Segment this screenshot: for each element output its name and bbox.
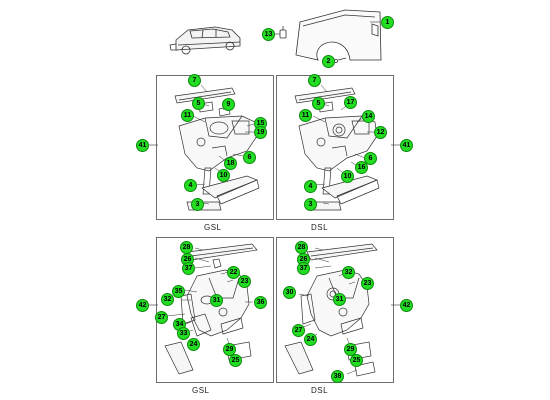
callout-24-dsl[interactable]: 24: [304, 333, 317, 346]
callout-4-dsl[interactable]: 4: [304, 180, 317, 193]
callout-1[interactable]: 1: [381, 16, 394, 29]
overview-art: [169, 9, 382, 63]
callout-12-dsl[interactable]: 12: [374, 126, 387, 139]
callout-6-dsl[interactable]: 6: [364, 152, 377, 165]
callout-25-dsl[interactable]: 25: [350, 354, 363, 367]
callout-22[interactable]: 22: [227, 266, 240, 279]
callout-10-dsl[interactable]: 10: [341, 170, 354, 183]
panel-gsl-upper: GSL: [156, 75, 274, 232]
callout-3[interactable]: 3: [191, 198, 204, 211]
callout-36[interactable]: 36: [254, 296, 267, 309]
callout-7[interactable]: 7: [188, 74, 201, 87]
panel-caption-gsl-lower: GSL: [192, 386, 210, 395]
callout-41-left[interactable]: 41: [136, 139, 149, 152]
panel-caption-gsl: GSL: [204, 223, 222, 232]
callout-5[interactable]: 5: [192, 97, 205, 110]
callout-35[interactable]: 35: [172, 285, 185, 298]
callout-37[interactable]: 37: [182, 262, 195, 275]
callout-32[interactable]: 32: [161, 293, 174, 306]
callout-25[interactable]: 25: [229, 354, 242, 367]
callout-41-right[interactable]: 41: [400, 139, 413, 152]
callout-11-dsl[interactable]: 11: [299, 109, 312, 122]
panel-caption-dsl: DSL: [311, 223, 329, 232]
callout-30-dsl[interactable]: 30: [283, 286, 296, 299]
callout-16-dsl[interactable]: 16: [355, 161, 368, 174]
callout-23[interactable]: 23: [238, 275, 251, 288]
callout-38-dsl[interactable]: 38: [331, 370, 344, 383]
callout-19[interactable]: 19: [254, 126, 267, 139]
upper-apron-art-dsl: [294, 84, 380, 211]
callout-9[interactable]: 9: [222, 98, 235, 111]
callout-31[interactable]: 31: [210, 294, 223, 307]
callout-2[interactable]: 2: [322, 55, 335, 68]
callout-42-right[interactable]: 42: [400, 299, 413, 312]
front-fender-part: [295, 9, 382, 61]
callout-27[interactable]: 27: [155, 311, 168, 324]
callout-13[interactable]: 13: [262, 28, 275, 41]
callout-28[interactable]: 28: [180, 241, 193, 254]
callout-7-dsl[interactable]: 7: [308, 74, 321, 87]
suv-vehicle-icon: [169, 26, 241, 55]
callout-31-dsl[interactable]: 31: [333, 293, 346, 306]
callout-32-dsl[interactable]: 32: [342, 266, 355, 279]
panel-gsl-lower: GSL: [156, 237, 274, 395]
callout-27-dsl[interactable]: 27: [292, 324, 305, 337]
callout-10[interactable]: 10: [217, 169, 230, 182]
callout-37-dsl[interactable]: 37: [297, 262, 310, 275]
callout-14-dsl[interactable]: 14: [362, 110, 375, 123]
callout-24[interactable]: 24: [187, 338, 200, 351]
callout-5-dsl[interactable]: 5: [312, 97, 325, 110]
panel-caption-dsl-lower: DSL: [311, 386, 329, 395]
callout-3-dsl[interactable]: 3: [304, 198, 317, 211]
upper-apron-art-gsl: [174, 84, 260, 211]
callout-18[interactable]: 18: [224, 157, 237, 170]
callout-23-dsl[interactable]: 23: [361, 277, 374, 290]
callout-42-left[interactable]: 42: [136, 299, 149, 312]
callout-17-dsl[interactable]: 17: [344, 96, 357, 109]
callout-33[interactable]: 33: [177, 327, 190, 340]
panel-dsl-upper: DSL: [276, 75, 394, 232]
callout-4[interactable]: 4: [184, 179, 197, 192]
callout-6[interactable]: 6: [243, 151, 256, 164]
callout-11[interactable]: 11: [181, 109, 194, 122]
